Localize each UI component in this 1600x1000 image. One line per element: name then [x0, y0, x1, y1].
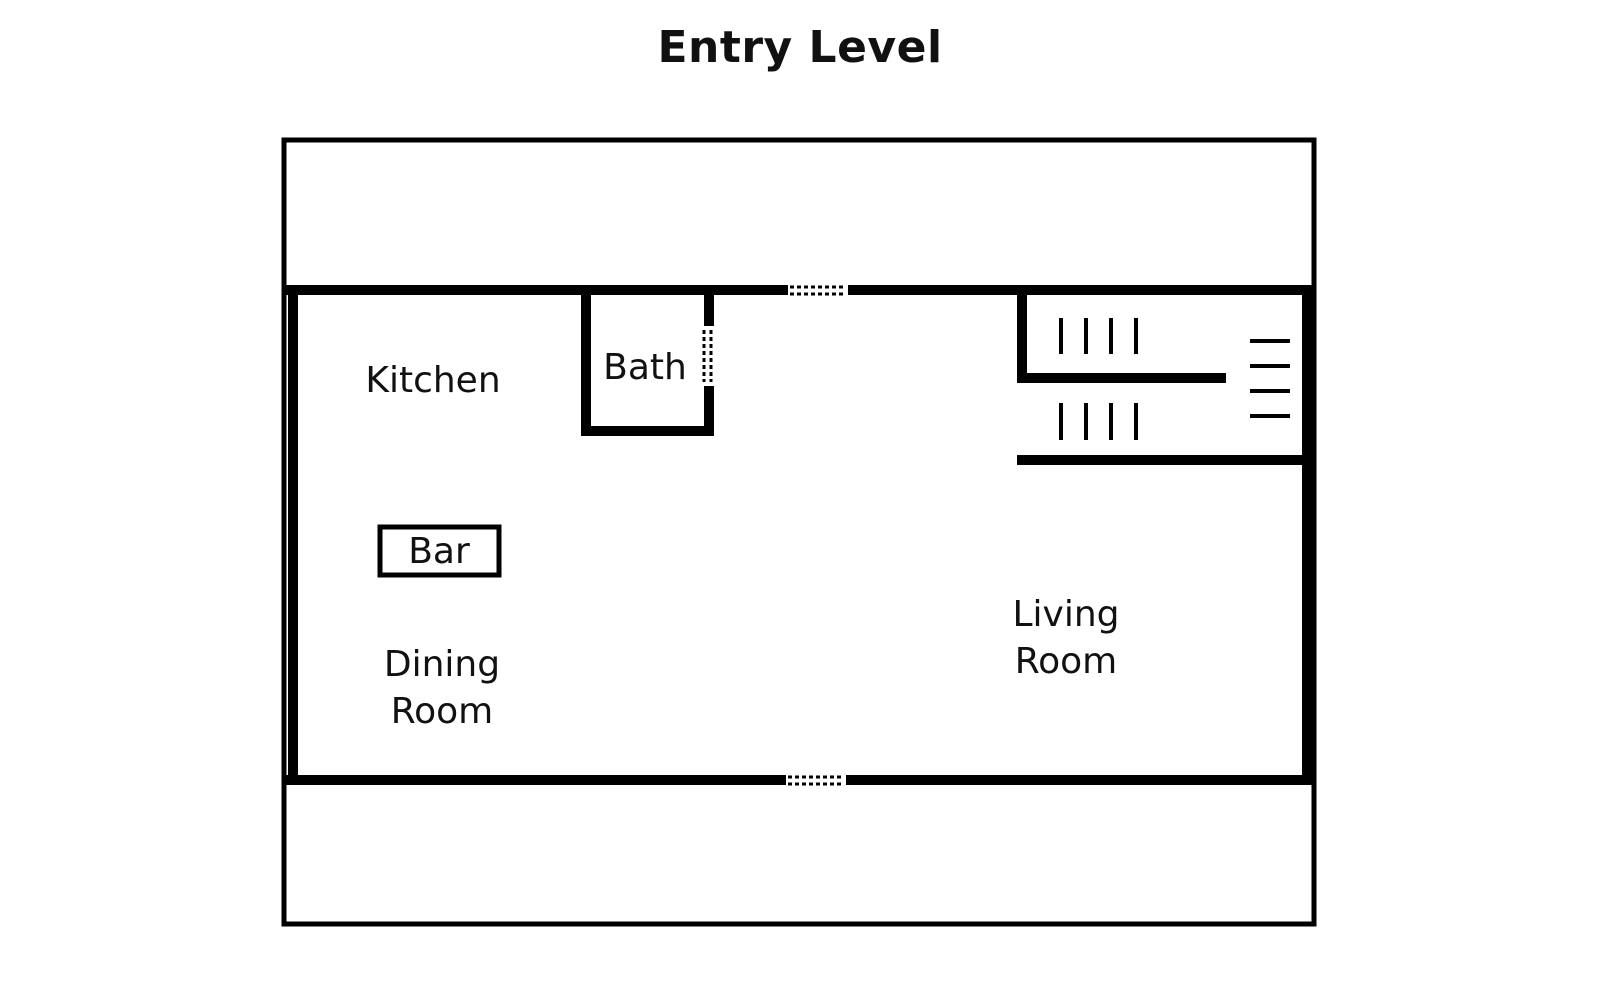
- stairs-icon: [1059, 318, 1290, 440]
- room-label-living-line1: Living: [1012, 594, 1119, 635]
- bath-door-icon: [702, 330, 713, 382]
- front-door-icon: [790, 285, 846, 296]
- doors: [702, 285, 846, 786]
- room-label-kitchen: Kitchen: [365, 360, 500, 401]
- room-label-dining-line1: Dining: [384, 644, 500, 685]
- room-label-bath: Bath: [603, 347, 687, 388]
- room-label-bar: Bar: [408, 531, 470, 572]
- back-door-icon: [788, 775, 844, 786]
- diagram-title: Entry Level: [657, 22, 943, 73]
- room-label-living-line2: Room: [1015, 641, 1118, 682]
- stair-walls: [1017, 290, 1312, 465]
- room-label-dining-line2: Room: [391, 691, 494, 732]
- bath-walls: [581, 290, 714, 436]
- outer-boundary: [281, 137, 1317, 927]
- bar-counter: [377, 524, 502, 578]
